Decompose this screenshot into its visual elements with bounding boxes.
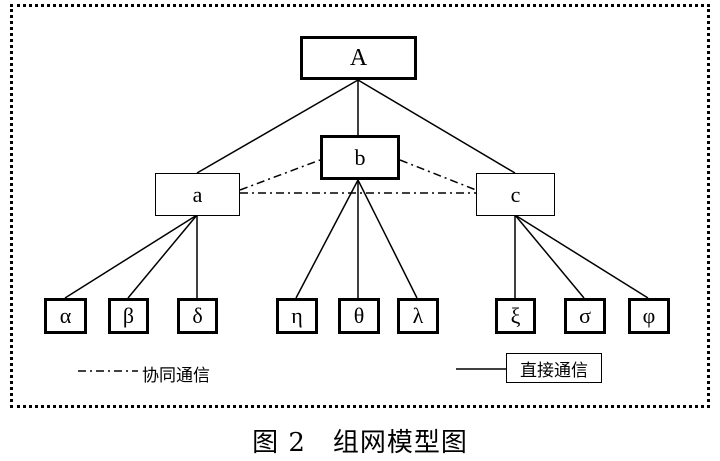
edge-A-c <box>357 79 516 174</box>
node-a: a <box>155 173 240 216</box>
legend-cooperative-label: 协同通信 <box>142 366 210 385</box>
edge-a-beta <box>127 214 198 299</box>
edge-b-lambda <box>357 179 418 299</box>
edge-c-sigma <box>514 214 585 299</box>
diagram-frame <box>10 4 710 408</box>
edge-b-eta <box>295 179 359 299</box>
node-A: A <box>300 36 417 80</box>
node-b: b <box>320 135 400 180</box>
node-beta: β <box>108 298 149 334</box>
node-sigma: σ <box>564 298 606 334</box>
node-xi: ξ <box>495 298 536 334</box>
figure-caption: 图 2 组网模型图 <box>252 428 468 458</box>
node-alpha: α <box>44 298 87 334</box>
legend-direct-label: 直接通信 <box>506 353 602 383</box>
edge-c-phi <box>514 214 649 299</box>
node-theta: θ <box>338 298 380 334</box>
node-c: c <box>476 173 555 216</box>
coop-edge-a-b <box>239 159 321 191</box>
node-eta: η <box>276 298 318 334</box>
node-lambda: λ <box>397 298 439 334</box>
edge-A-a <box>196 79 359 174</box>
coop-edge-b-c <box>399 159 477 191</box>
node-phi: φ <box>628 298 670 334</box>
edge-a-alpha <box>64 214 198 299</box>
node-delta: δ <box>177 298 218 334</box>
